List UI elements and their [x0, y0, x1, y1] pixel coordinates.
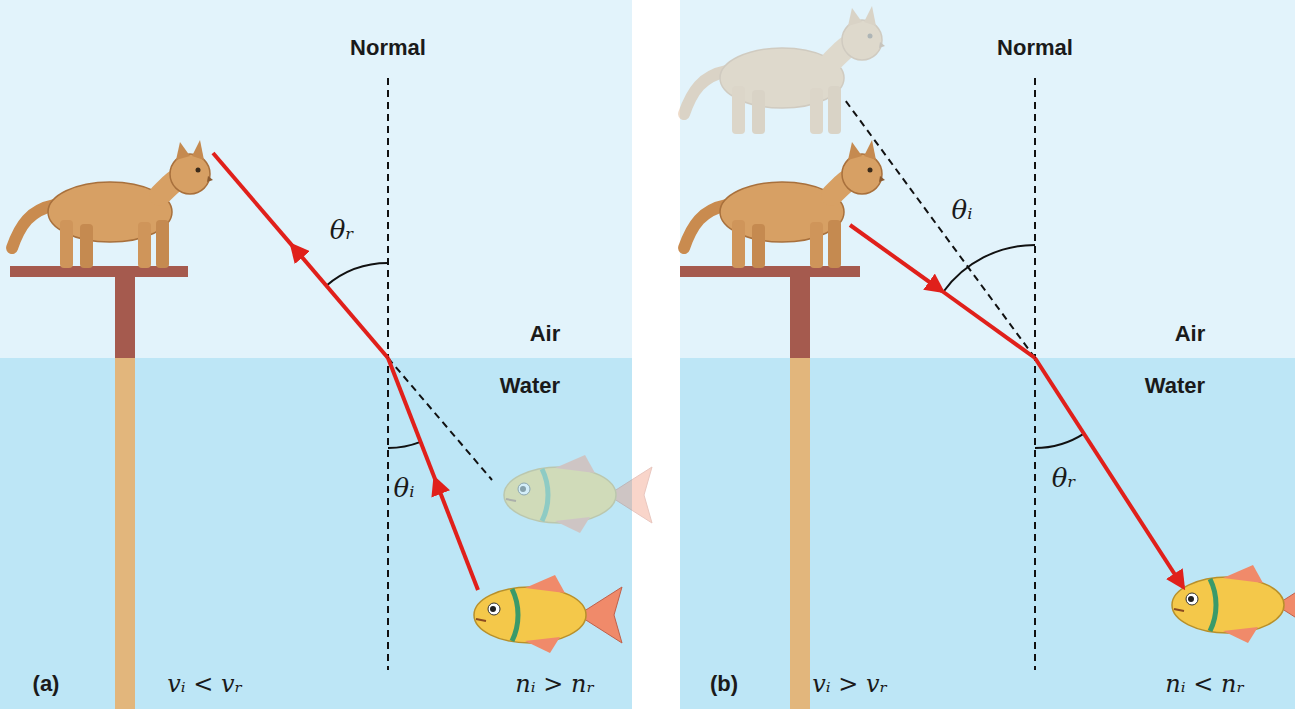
medium-label: Air: [530, 322, 561, 346]
cat: [12, 140, 213, 268]
post: [790, 277, 810, 358]
post-underwater: [115, 358, 135, 709]
light-ray: [292, 245, 388, 358]
fish: [474, 575, 622, 653]
angle-arc: [1035, 434, 1084, 448]
angle-arc: [326, 263, 388, 286]
post: [115, 277, 135, 358]
normal-line: [1034, 78, 1036, 670]
normal-label: Normal: [350, 36, 426, 60]
angle-arc: [388, 442, 421, 448]
panel-label: (b): [710, 672, 738, 696]
sight-line: [388, 358, 492, 480]
medium-label: Water: [1145, 374, 1205, 398]
light-ray: [388, 358, 435, 479]
cat: [684, 140, 885, 268]
medium-label: Water: [500, 374, 560, 398]
post-underwater: [790, 358, 810, 709]
panel-label: (a): [33, 672, 60, 696]
fish: [1172, 565, 1295, 643]
apparent-fish: [504, 455, 652, 533]
light-ray: [213, 153, 292, 245]
angle-label: θᵢ: [394, 474, 415, 503]
angle-label: θᵣ: [1052, 464, 1077, 493]
light-ray: [942, 291, 1035, 358]
water-region: [0, 358, 632, 709]
light-ray: [850, 225, 942, 291]
relation-label: vᵢ < vᵣ: [167, 671, 243, 697]
water-region: [680, 358, 1295, 709]
relation-label: nᵢ < nᵣ: [1165, 671, 1244, 697]
air-region: [680, 0, 1295, 358]
normal-label: Normal: [997, 36, 1073, 60]
air-region: [0, 0, 632, 358]
relation-label: nᵢ > nᵣ: [515, 671, 594, 697]
sight-line: [845, 100, 1035, 358]
angle-label: θᵣ: [330, 216, 355, 245]
angle-arc: [943, 245, 1035, 292]
light-ray: [435, 479, 478, 590]
medium-label: Air: [1175, 322, 1206, 346]
panel-a: [0, 0, 652, 709]
normal-line: [387, 78, 389, 670]
relation-label: vᵢ > vᵣ: [812, 671, 888, 697]
angle-label: θᵢ: [952, 196, 973, 225]
panel-b: [680, 0, 1295, 709]
